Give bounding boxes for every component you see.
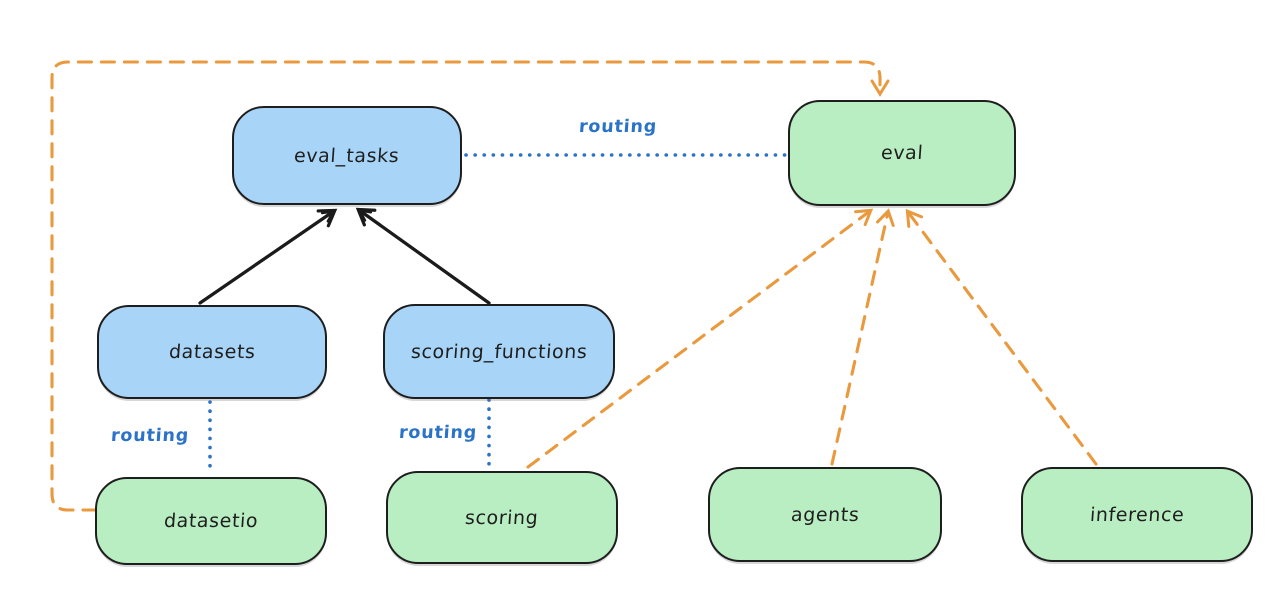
node-eval-tasks: eval_tasks	[232, 106, 462, 205]
node-agents-label: agents	[790, 503, 860, 526]
node-datasets: datasets	[97, 305, 327, 399]
node-scoring-functions-label: scoring_functions	[410, 340, 588, 363]
edge-label-routing-scoring: routing	[398, 423, 478, 443]
node-datasets-label: datasets	[167, 341, 257, 363]
node-inference: inference	[1021, 467, 1253, 562]
edge-label-routing-top: routing	[578, 117, 658, 137]
node-eval-tasks-label: eval_tasks	[293, 144, 401, 167]
node-inference-label: inference	[1089, 503, 1185, 526]
edge-agents-to-eval	[830, 208, 895, 466]
node-datasetio: datasetio	[95, 477, 327, 565]
edge-label-routing-datasetio: routing	[110, 426, 190, 446]
edge-scoring-functions-to-eval-tasks	[355, 207, 491, 305]
node-eval-label: eval	[880, 142, 924, 164]
node-scoring: scoring	[386, 471, 618, 564]
edge-datasets-to-eval-tasks	[198, 208, 338, 305]
edge-scoring-to-eval	[526, 208, 874, 469]
node-scoring-functions: scoring_functions	[383, 304, 615, 399]
edge-inference-to-eval	[905, 208, 1098, 466]
edge-datasetio-to-eval	[50, 60, 890, 512]
node-scoring-label: scoring	[464, 506, 540, 529]
node-agents: agents	[708, 467, 942, 562]
node-eval: eval	[788, 100, 1016, 206]
node-datasetio-label: datasetio	[163, 510, 259, 532]
